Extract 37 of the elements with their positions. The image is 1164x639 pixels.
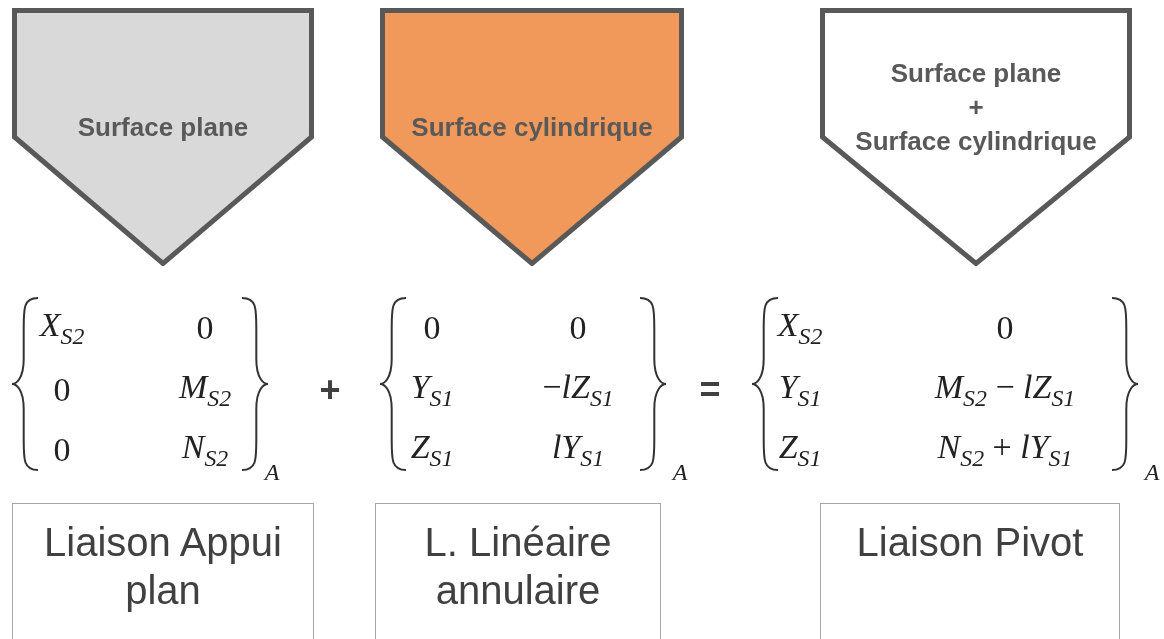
label-box bbox=[820, 503, 1120, 639]
matrix-entry: 0 bbox=[569, 309, 587, 347]
node-text: Surface cylindrique bbox=[411, 111, 653, 145]
matrix-entry: −lZ$_{S1}$ bbox=[542, 368, 614, 412]
node-text: Surface cylindrique bbox=[855, 124, 1097, 158]
matrix-entry: Y$_{S1}$ bbox=[410, 368, 454, 412]
subscript-label: A bbox=[1144, 458, 1160, 486]
matrix-entry: 0 bbox=[996, 309, 1014, 347]
matrix-entry: 0 bbox=[423, 309, 441, 347]
matrix-entry: M$_{S2}$ bbox=[178, 368, 232, 412]
matrix-entry: Y$_{S1}$ bbox=[778, 368, 822, 412]
operator-sign: = bbox=[699, 369, 721, 411]
matrix-entry: Z$_{S1}$ bbox=[778, 428, 822, 472]
matrix-entry: 0 bbox=[53, 431, 71, 469]
pentagon-shape bbox=[820, 8, 1132, 266]
node-text: Liaison Pivot bbox=[856, 519, 1084, 566]
pentagon-shape bbox=[380, 8, 684, 266]
matrix-entry: N$_{S2}$ + lY$_{S1}$ bbox=[937, 428, 1073, 472]
matrix-entry: Z$_{S1}$ bbox=[410, 428, 454, 472]
subscript-label: A bbox=[264, 458, 280, 486]
node-text: L. Linéaire annulaire bbox=[423, 519, 613, 614]
label-box bbox=[375, 503, 661, 639]
subscript-label: A bbox=[672, 458, 688, 486]
operator-sign: + bbox=[319, 369, 341, 411]
node-text: + bbox=[968, 91, 984, 125]
matrix-entry: N$_{S2}$ bbox=[181, 428, 229, 472]
matrix-entry: X$_{S2}$ bbox=[777, 306, 823, 350]
node-text: Surface plane bbox=[890, 57, 1062, 91]
matrix-entry: M$_{S2}$ − lZ$_{S1}$ bbox=[934, 368, 1076, 412]
matrix-entry: 0 bbox=[196, 309, 214, 347]
node-text: Surface plane bbox=[77, 111, 249, 145]
pentagon-shape bbox=[12, 8, 314, 266]
label-box bbox=[12, 503, 314, 639]
node-text: Liaison Appui plan bbox=[43, 519, 283, 614]
matrix-entry: X$_{S2}$ bbox=[39, 306, 85, 350]
matrix-entry: lY$_{S1}$ bbox=[551, 428, 605, 472]
matrix-entry: 0 bbox=[53, 371, 71, 409]
